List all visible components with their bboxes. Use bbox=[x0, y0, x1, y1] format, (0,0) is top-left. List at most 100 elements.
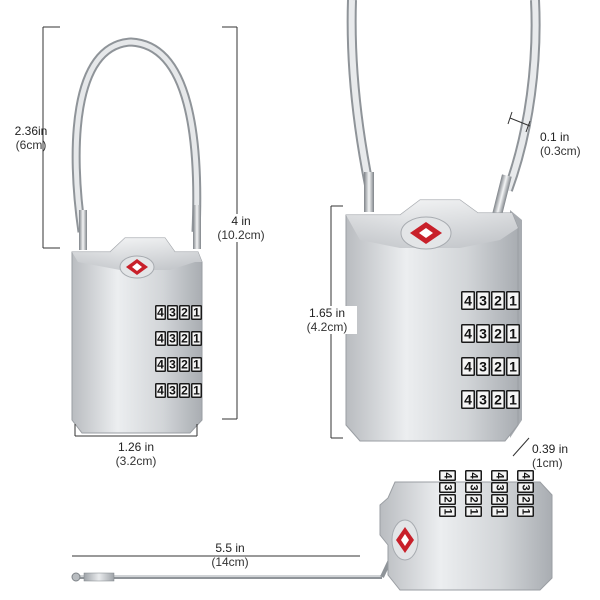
dial-digit-label: 3 bbox=[479, 326, 487, 342]
dial-digit[interactable]: 4 bbox=[439, 470, 456, 481]
dial-digit-label: 4 bbox=[157, 332, 164, 346]
dial-digit-label: 3 bbox=[169, 332, 176, 346]
cable-diameter-secondary: (0.3cm) bbox=[540, 144, 581, 158]
dial-digit[interactable]: 3 bbox=[167, 357, 178, 372]
cable-length-primary: 2.36in bbox=[14, 124, 48, 138]
tsa-badge bbox=[391, 519, 419, 561]
dial-digit[interactable]: 2 bbox=[491, 494, 508, 505]
dial-digit-label: 3 bbox=[479, 293, 487, 309]
dial-digit[interactable]: 3 bbox=[167, 305, 178, 320]
dial-digit-label: 2 bbox=[442, 496, 454, 502]
dial-digit[interactable]: 2 bbox=[179, 357, 190, 372]
dial-digit[interactable]: 3 bbox=[476, 324, 490, 343]
width-primary: 1.26 in bbox=[117, 440, 155, 454]
dial-digit[interactable]: 1 bbox=[517, 506, 534, 517]
dial-digit[interactable]: 1 bbox=[506, 324, 520, 343]
dial-digit-label: 3 bbox=[169, 306, 176, 320]
shackle-pin-left bbox=[79, 210, 87, 250]
dial-digit[interactable]: 1 bbox=[191, 305, 202, 320]
dial-digit[interactable]: 3 bbox=[491, 482, 508, 493]
extended-cable-secondary: (14cm) bbox=[211, 555, 249, 569]
dial-digit[interactable]: 1 bbox=[191, 383, 202, 398]
dial-digit[interactable]: 3 bbox=[439, 482, 456, 493]
dial-digit-label: 2 bbox=[181, 384, 188, 398]
dial-digit[interactable]: 3 bbox=[476, 357, 490, 376]
lock-body bbox=[379, 481, 553, 591]
dial-digit-label: 3 bbox=[494, 484, 506, 490]
dial-digit-label: 4 bbox=[468, 472, 480, 479]
dial-digit-label: 3 bbox=[479, 359, 487, 375]
dial-digit-label: 1 bbox=[494, 508, 506, 514]
dial-digit[interactable]: 4 bbox=[155, 383, 166, 398]
dial-digit[interactable]: 2 bbox=[517, 494, 534, 505]
dial-digit-label: 3 bbox=[479, 392, 487, 408]
dial-digit[interactable]: 2 bbox=[179, 305, 190, 320]
tsa-badge bbox=[119, 255, 155, 279]
dial-digit[interactable]: 4 bbox=[155, 331, 166, 346]
dial-digit[interactable]: 2 bbox=[491, 324, 505, 343]
dial-digit-label: 4 bbox=[494, 472, 506, 479]
dial-digit[interactable]: 1 bbox=[191, 331, 202, 346]
dial-digit[interactable]: 2 bbox=[179, 383, 190, 398]
cable-diameter-primary: 0.1 in bbox=[540, 130, 570, 144]
dial-digit-label: 2 bbox=[494, 293, 502, 309]
dial-digit[interactable]: 4 bbox=[465, 470, 482, 481]
dial-digit-label: 4 bbox=[464, 293, 472, 309]
dial-digit[interactable]: 3 bbox=[167, 383, 178, 398]
shackle-pin-right bbox=[492, 174, 512, 216]
dial-digit[interactable]: 2 bbox=[491, 291, 505, 310]
dial-digit-label: 2 bbox=[181, 306, 188, 320]
dial-digit[interactable]: 1 bbox=[506, 390, 520, 409]
cable-length-label: 2.36in (6cm) bbox=[4, 124, 58, 152]
dial-digit[interactable]: 2 bbox=[465, 494, 482, 505]
dial-digit[interactable]: 2 bbox=[179, 331, 190, 346]
dial-digit-label: 1 bbox=[193, 384, 200, 398]
dial-digit-label: 1 bbox=[468, 508, 480, 514]
dial-digit[interactable]: 4 bbox=[461, 390, 475, 409]
dial-digit-label: 1 bbox=[509, 392, 517, 408]
dial-digit[interactable]: 3 bbox=[476, 390, 490, 409]
dial-digit[interactable]: 4 bbox=[461, 291, 475, 310]
dial-digit-label: 1 bbox=[509, 293, 517, 309]
dial-digit[interactable]: 2 bbox=[491, 357, 505, 376]
dial-digit-label: 4 bbox=[157, 306, 164, 320]
dial-digit[interactable]: 3 bbox=[517, 482, 534, 493]
dial-digit-label: 3 bbox=[442, 484, 454, 490]
dial-digit[interactable]: 1 bbox=[439, 506, 456, 517]
dial-digit-label: 3 bbox=[169, 384, 176, 398]
dial-digit[interactable]: 4 bbox=[461, 357, 475, 376]
depth-secondary: (1cm) bbox=[532, 456, 563, 470]
dial-digit[interactable]: 4 bbox=[155, 357, 166, 372]
dial-digit[interactable]: 4 bbox=[461, 324, 475, 343]
dial-digit[interactable]: 1 bbox=[506, 357, 520, 376]
dial-digit[interactable]: 2 bbox=[491, 390, 505, 409]
body-height-primary: 1.65 in bbox=[308, 306, 346, 320]
dial-digit-label: 4 bbox=[520, 472, 532, 479]
dial-digit[interactable]: 1 bbox=[191, 357, 202, 372]
dial-digit[interactable]: 2 bbox=[439, 494, 456, 505]
dial-digit[interactable]: 4 bbox=[517, 470, 534, 481]
dial-digit[interactable]: 1 bbox=[465, 506, 482, 517]
dial-digit[interactable]: 4 bbox=[491, 470, 508, 481]
dial-digit[interactable]: 3 bbox=[476, 291, 490, 310]
dial-digit[interactable]: 3 bbox=[167, 331, 178, 346]
dial-digit[interactable]: 1 bbox=[506, 291, 520, 310]
dial-digit-label: 1 bbox=[193, 306, 200, 320]
cable-loop bbox=[71, 37, 202, 233]
width-label: 1.26 in (3.2cm) bbox=[104, 440, 168, 468]
dial-digit[interactable]: 4 bbox=[155, 305, 166, 320]
body-height-label: 1.65 in (4.2cm) bbox=[297, 306, 357, 334]
dial-digit-label: 2 bbox=[494, 392, 502, 408]
dial-digit-label: 1 bbox=[509, 326, 517, 342]
dial-digit-label: 2 bbox=[520, 496, 532, 502]
cable-diameter-label: 0.1 in (0.3cm) bbox=[540, 130, 581, 158]
dial-digit[interactable]: 3 bbox=[465, 482, 482, 493]
depth-primary: 0.39 in bbox=[532, 442, 569, 456]
overall-height-label: 4 in (10.2cm) bbox=[209, 214, 273, 242]
dial-digit[interactable]: 1 bbox=[491, 506, 508, 517]
extended-cable-label: 5.5 in (14cm) bbox=[200, 541, 260, 569]
